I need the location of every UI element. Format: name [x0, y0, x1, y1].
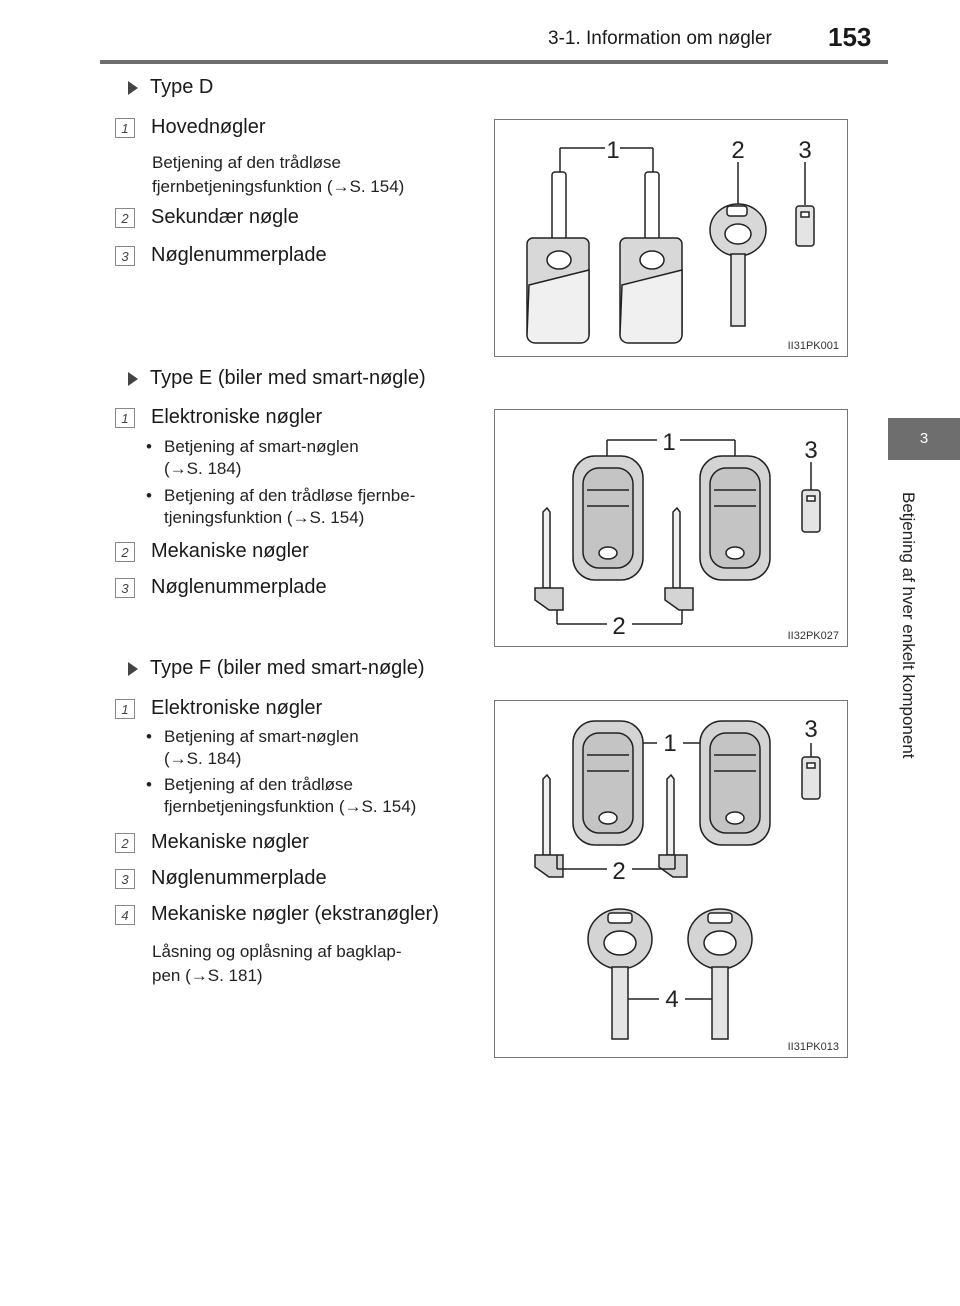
- bullet-text: Betjening af smart-nøglen: [164, 727, 359, 746]
- number-badge: 1: [115, 117, 135, 138]
- callout-1: 1: [606, 137, 619, 164]
- desc-line: pen (→S. 181): [152, 966, 263, 985]
- figure-code: II31PK001: [787, 340, 839, 352]
- callout-2: 2: [612, 858, 625, 885]
- figure-type-e: 1 3 2 II32PK027: [494, 409, 848, 647]
- section-heading-text: Type E (biler med smart-nøgle): [150, 367, 426, 389]
- number-badge: 1: [115, 698, 135, 719]
- item-label: Mekaniske nøgler: [151, 540, 309, 562]
- item-label: Nøglenummerplade: [151, 244, 327, 266]
- callout-3: 3: [798, 137, 811, 164]
- item-1: 1 Elektroniske nøgler: [115, 406, 322, 429]
- callout-3: 3: [804, 716, 817, 743]
- number-badge: 4: [115, 904, 135, 925]
- section-heading-text: Type F (biler med smart-nøgle): [150, 657, 425, 679]
- chapter-tab: 3: [888, 418, 960, 460]
- desc-line: Betjening af den trådløse: [152, 153, 342, 172]
- item-label: Mekaniske nøgler (ekstranøgler): [151, 903, 439, 925]
- bullet-item: •Betjening af den trådløse fjernbe- tjen…: [146, 485, 476, 529]
- callout-2: 2: [731, 137, 744, 164]
- triangle-bullet-icon: [128, 661, 138, 676]
- item-description: Låsning og oplåsning af bagklap- pen (→S…: [152, 940, 474, 988]
- figure-code: II31PK013: [787, 1041, 839, 1053]
- desc-line: Låsning og oplåsning af bagklap-: [152, 942, 402, 961]
- key-illustration-type-f: 1 3 2 4: [534, 716, 821, 1040]
- number-badge: 3: [115, 868, 135, 889]
- triangle-bullet-icon: [128, 371, 138, 386]
- number-badge: 2: [115, 207, 135, 228]
- bullet-text: tjeningsfunktion (→S. 154): [164, 508, 365, 527]
- callout-1: 1: [662, 429, 675, 456]
- item-label: Sekundær nøgle: [151, 206, 299, 228]
- callout-2: 2: [612, 613, 625, 640]
- number-badge: 2: [115, 832, 135, 853]
- item-description: Betjening af den trådløse fjernbetjening…: [152, 151, 404, 199]
- item-label: Nøglenummerplade: [151, 867, 327, 889]
- bullet-item: •Betjening af smart-nøglen (→S. 184): [146, 726, 476, 770]
- section-heading-type-f: Type F (biler med smart-nøgle): [128, 657, 425, 680]
- item-3: 3 Nøglenummerplade: [115, 867, 327, 890]
- bullet-text: Betjening af smart-nøglen: [164, 437, 359, 456]
- section-heading-type-e: Type E (biler med smart-nøgle): [128, 367, 426, 390]
- desc-line: fjernbetjeningsfunktion (→S. 154): [152, 177, 405, 196]
- number-badge: 2: [115, 541, 135, 562]
- triangle-bullet-icon: [128, 80, 138, 95]
- callout-4: 4: [665, 986, 678, 1013]
- section-heading-text: Type D: [150, 76, 214, 98]
- key-illustration-type-d: 1 2 3: [526, 137, 815, 344]
- bullet-text: (→S. 184): [164, 459, 242, 478]
- bullet-item: •Betjening af den trådløse fjernbetjenin…: [146, 774, 476, 818]
- item-2: 2 Mekaniske nøgler: [115, 831, 309, 854]
- item-2: 2 Mekaniske nøgler: [115, 540, 309, 563]
- key-illustration-type-e: 1 3 2: [534, 429, 821, 640]
- item-1: 1 Elektroniske nøgler: [115, 697, 322, 720]
- item-label: Hovednøgler: [151, 116, 266, 138]
- figure-code: II32PK027: [787, 630, 839, 642]
- bullet-text: (→S. 184): [164, 749, 242, 768]
- item-label: Elektroniske nøgler: [151, 697, 323, 719]
- page-number: 153: [828, 22, 872, 52]
- bullet-text: Betjening af den trådløse: [164, 775, 354, 794]
- callout-3: 3: [804, 437, 817, 464]
- number-badge: 1: [115, 407, 135, 428]
- chapter-title-vertical: Betjening af hver enkelt komponent: [899, 492, 918, 759]
- callout-1: 1: [663, 730, 676, 757]
- item-4: 4 Mekaniske nøgler (ekstranøgler): [115, 903, 439, 926]
- item-2: 2 Sekundær nøgle: [115, 206, 299, 229]
- section-heading-type-d: Type D: [128, 76, 213, 99]
- bullet-text: fjernbetjeningsfunktion (→S. 154): [164, 797, 417, 816]
- bullet-item: •Betjening af smart-nøglen (→S. 184): [146, 436, 476, 480]
- header-rule: [100, 60, 888, 64]
- item-label: Elektroniske nøgler: [151, 406, 323, 428]
- figure-type-d: 1 2 3 II31PK001: [494, 119, 848, 357]
- item-3: 3 Nøglenummerplade: [115, 576, 327, 599]
- header-section-title: 3-1. Information om nøgler: [548, 28, 772, 49]
- item-3: 3 Nøglenummerplade: [115, 244, 327, 267]
- number-badge: 3: [115, 245, 135, 266]
- item-1: 1 Hovednøgler: [115, 116, 266, 139]
- item-label: Mekaniske nøgler: [151, 831, 309, 853]
- bullet-text: Betjening af den trådløse fjernbe-: [164, 486, 416, 505]
- item-label: Nøglenummerplade: [151, 576, 327, 598]
- number-badge: 3: [115, 577, 135, 598]
- figure-type-f: 1 3 2 4 II31PK013: [494, 700, 848, 1058]
